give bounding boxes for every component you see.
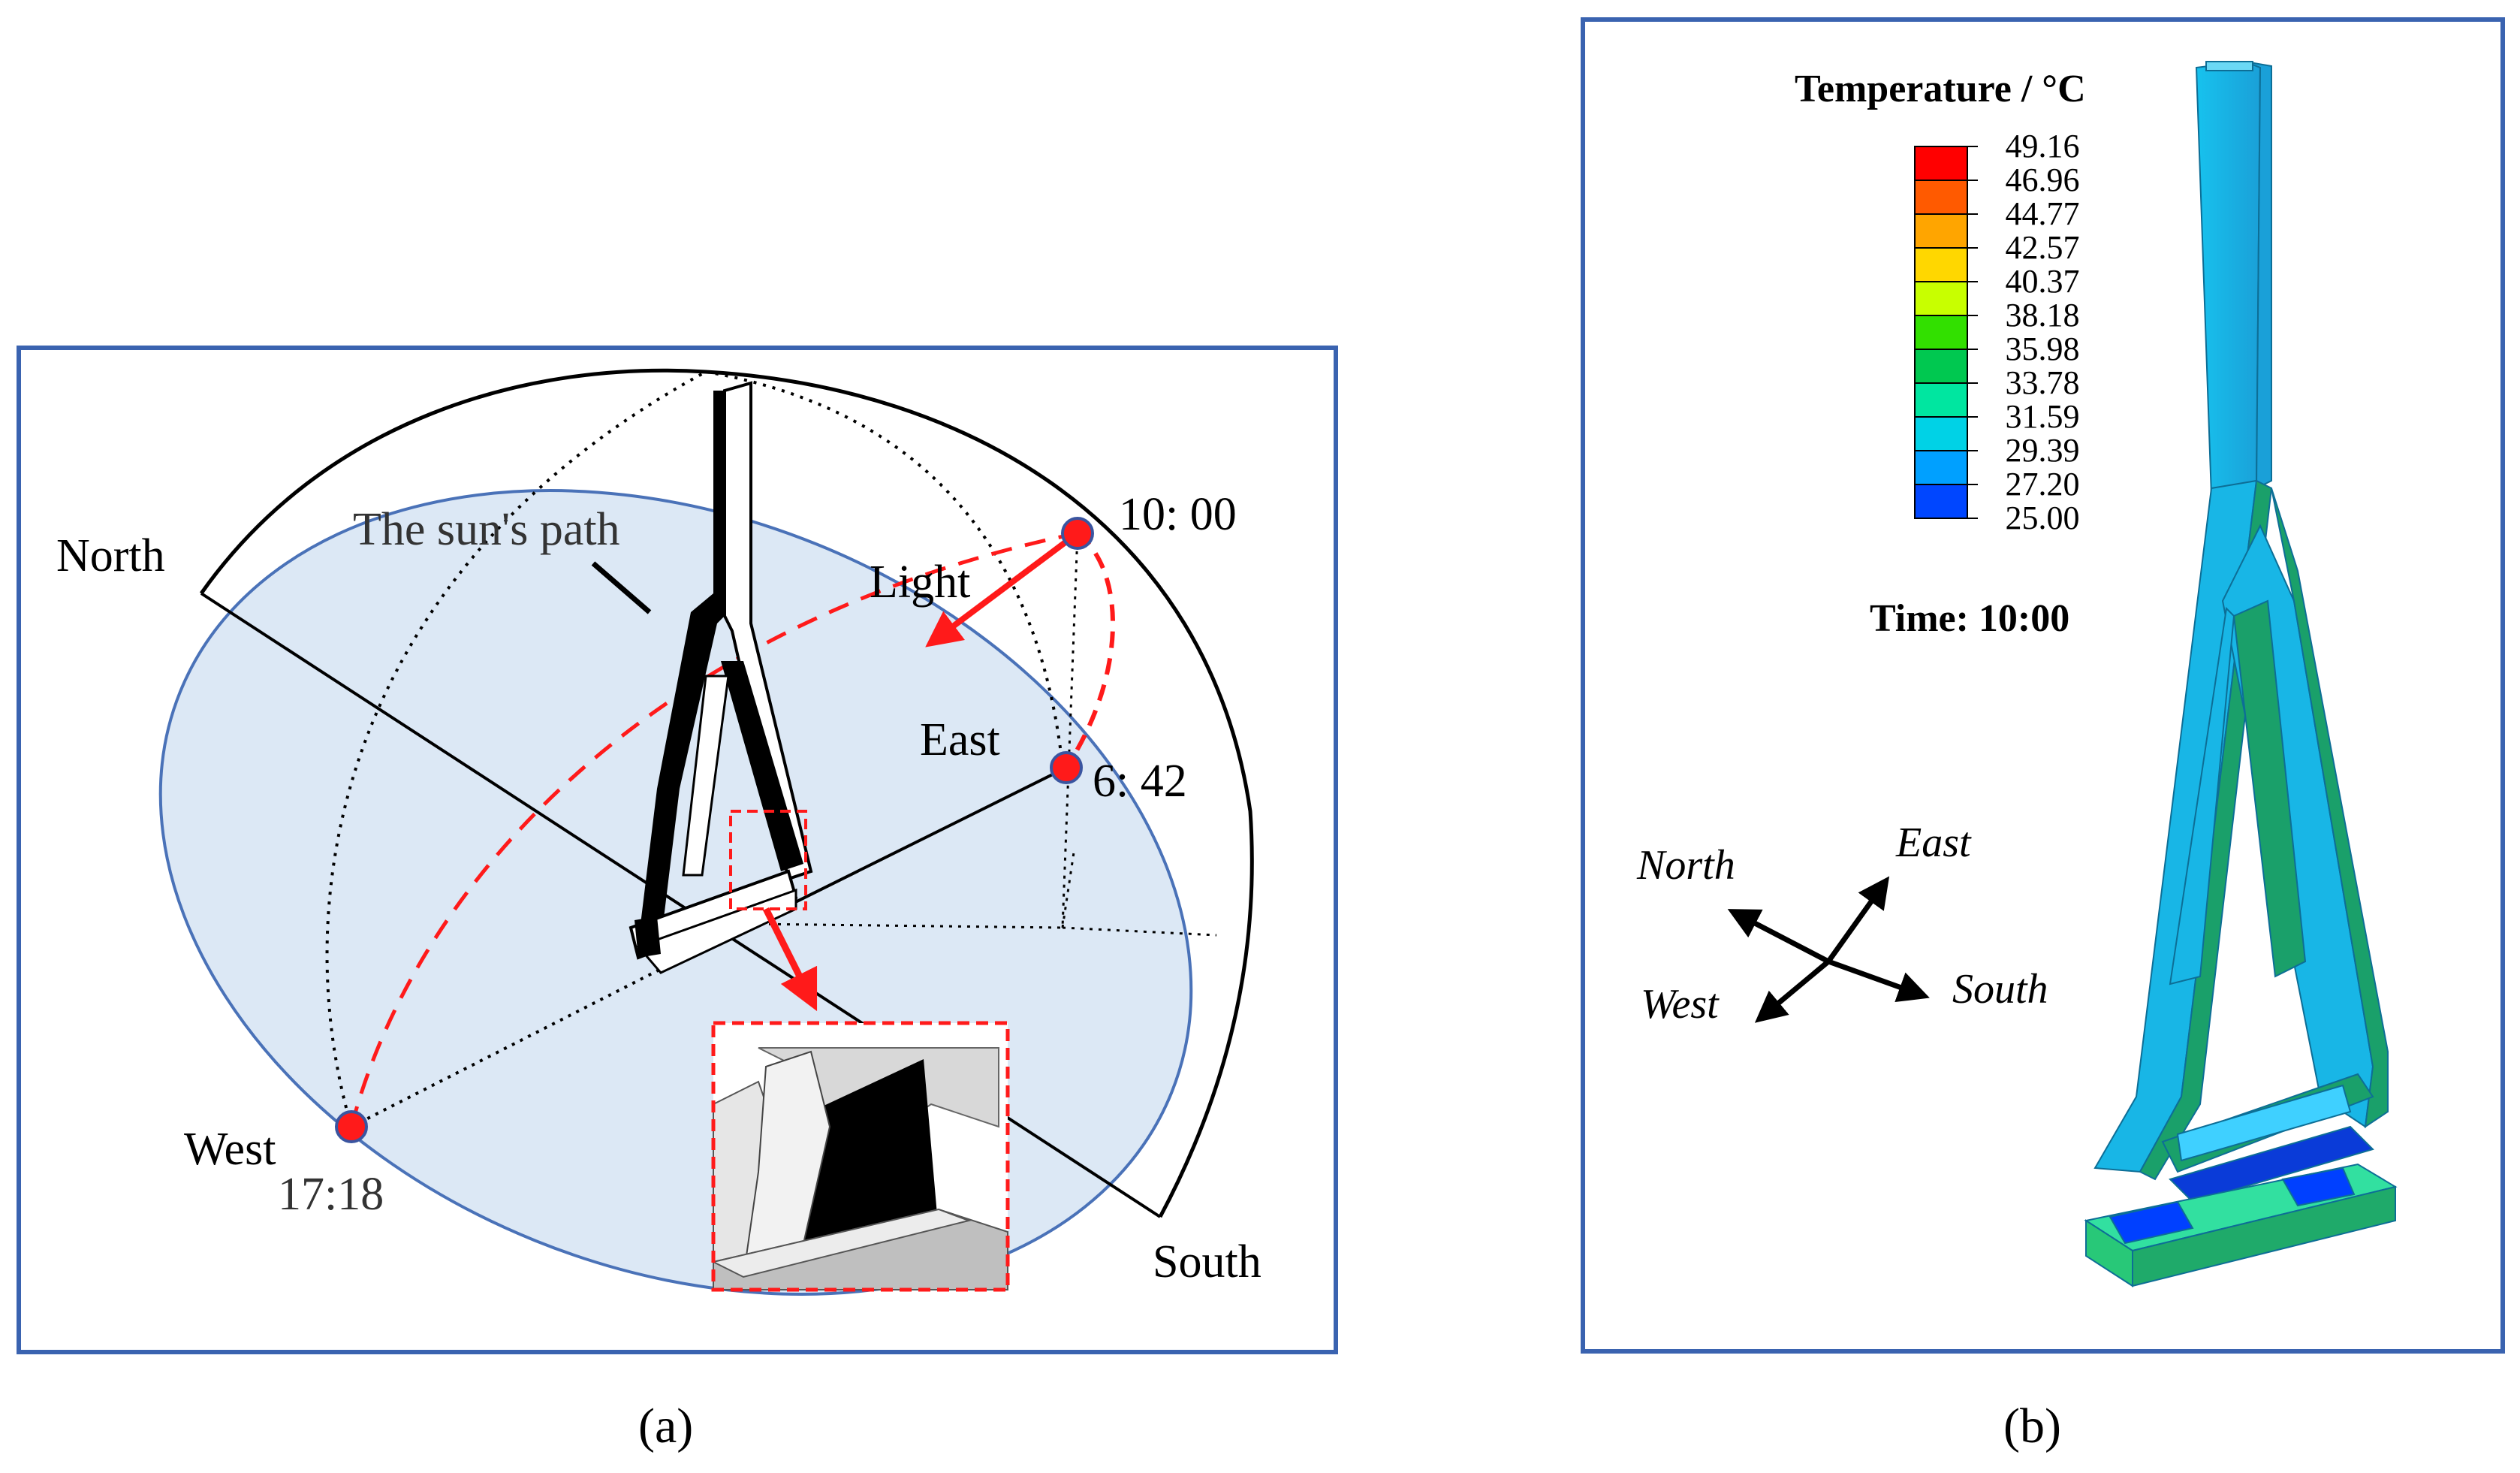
legend-swatch: [1914, 146, 1968, 181]
legend-tick-label: 46.96: [2006, 161, 2080, 198]
meridian-arc: [325, 370, 707, 1127]
panel-b-frame: [1581, 17, 2505, 1354]
caption-a: (a): [638, 1399, 693, 1453]
label-sun-path: The sun's path: [353, 504, 620, 555]
projection-diag: [1061, 852, 1075, 928]
compass-label-west: West: [1641, 981, 1720, 1028]
caption-b: (b): [2003, 1399, 2061, 1453]
compass-label-south: South: [1952, 966, 2048, 1013]
sun-marker-6-42: [1050, 751, 1083, 784]
detail-inset: [711, 1021, 1010, 1292]
legend-tick-label: 27.20: [2006, 466, 2080, 503]
legend-tick-label: 33.78: [2006, 364, 2080, 401]
label-light: Light: [870, 557, 970, 608]
legend-tick-label: 25.00: [2006, 500, 2080, 536]
label-north: North: [56, 530, 165, 581]
label-time-10-00: 10: 00: [1119, 489, 1237, 540]
label-time-6-42: 6: 42: [1093, 756, 1187, 807]
sun-path-pointer: [591, 561, 652, 614]
compass-arrow-west: [1754, 959, 1831, 1023]
fe-tower-model: [2084, 60, 2398, 1287]
legend-tick-label: 44.77: [2006, 195, 2080, 232]
sun-marker-17-18: [335, 1110, 368, 1143]
panel-b: Temperature / °C 49.1646.9644.7742.5740.…: [1581, 17, 2505, 1453]
compass-label-east: East: [1895, 820, 1972, 866]
legend-swatch: [1914, 416, 1968, 451]
compass-arrow-south: [1827, 958, 1930, 1003]
meridian-arc-right: [705, 370, 1064, 767]
projection-center: [750, 922, 1063, 929]
label-time-17-18: 17:18: [278, 1169, 384, 1220]
sun-marker-10-00: [1061, 517, 1094, 550]
legend-tick-label: 31.59: [2006, 398, 2080, 435]
projection-horizontal: [1062, 926, 1217, 937]
legend-tick-label: 35.98: [2006, 331, 2080, 367]
compass: North East West South: [1636, 820, 2048, 1028]
panel-a-frame: [17, 346, 1338, 1354]
time-label: Time: 10:00: [1870, 597, 2069, 640]
sun-path-curve: [349, 531, 1078, 1127]
tower-structure: [628, 381, 813, 974]
legend-tick-label: 49.16: [2006, 128, 2080, 165]
detail-region-box: [729, 810, 807, 910]
legend-tick-label: 42.57: [2006, 229, 2080, 266]
projection-vertical: [1061, 533, 1079, 928]
legend-swatch: [1914, 213, 1968, 249]
legend-tick-label: 40.37: [2006, 263, 2080, 300]
legend-swatch: [1914, 281, 1968, 316]
legend-swatch: [1914, 382, 1968, 418]
compass-label-north: North: [1636, 842, 1735, 889]
light-arrow: [925, 532, 1078, 647]
legend-swatch: [1914, 315, 1968, 350]
compass-arrow-east: [1826, 876, 1890, 964]
label-south: South: [1153, 1236, 1262, 1287]
legend-swatch: [1914, 247, 1968, 282]
legend-swatch: [1914, 180, 1968, 215]
label-east: East: [920, 714, 1000, 765]
label-west: West: [184, 1124, 276, 1175]
temperature-legend: 49.1646.9644.7742.5740.3738.1835.9833.78…: [1914, 128, 2080, 536]
legend-title: Temperature / °C: [1795, 68, 2086, 110]
legend-swatch: [1914, 450, 1968, 485]
legend-swatch: [1914, 484, 1968, 519]
legend-tick-label: 38.18: [2006, 297, 2080, 334]
compass-arrow-north: [1727, 909, 1830, 964]
panel-a: North The sun's path Light 10: 00 East 6…: [17, 346, 1338, 1453]
legend-swatch: [1914, 349, 1968, 384]
hemisphere-outline: [199, 368, 1254, 1218]
legend-tick-label: 29.39: [2006, 432, 2080, 469]
detail-arrow: [762, 907, 818, 1012]
